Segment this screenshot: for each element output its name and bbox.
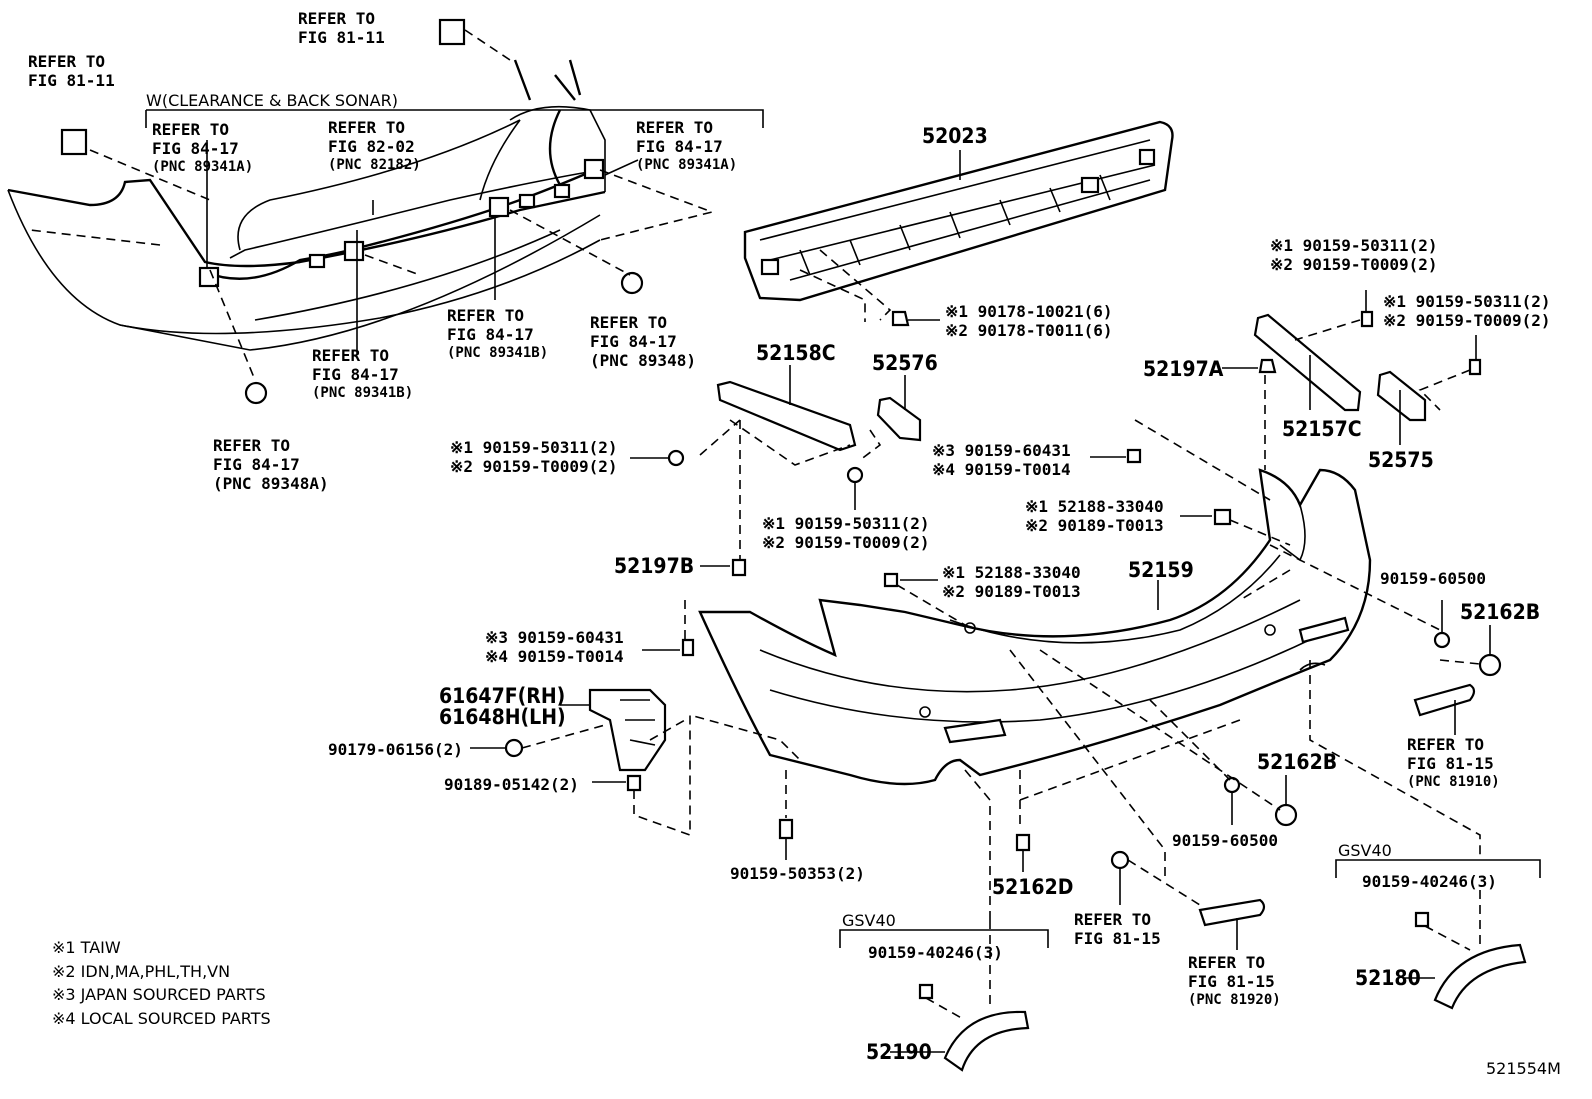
part-52576: 52576: [872, 351, 938, 375]
part-52162d: 52162D: [992, 875, 1074, 899]
fastener-upper-right-1: ※1 90159-50311(2)※2 90159-T0009(2): [1270, 236, 1438, 274]
gsv40-left-label: GSV40: [842, 911, 896, 930]
fastener-upper-right-2: ※1 90159-50311(2)※2 90159-T0009(2): [1383, 292, 1551, 330]
bumper-cover-drawing: [698, 468, 1372, 786]
figure-id: 521554M: [1486, 1059, 1561, 1078]
fastener-40246-right: 90159-40246(3): [1362, 872, 1497, 891]
reinforcement-drawing: [743, 120, 1174, 302]
legend-item-4: ※4 LOCAL SOURCED PARTS: [52, 1008, 271, 1028]
fastener-50353: 90159-50353(2): [730, 864, 865, 883]
gsv40-right-label: GSV40: [1338, 841, 1392, 860]
fastener-60431-mid: ※3 90159-60431※4 90159-T0014: [932, 441, 1071, 479]
part-52162b-mid: 52162B: [1257, 750, 1338, 774]
fastener-60500-mid: 90159-60500: [1172, 831, 1278, 850]
fastener-left-clip: ※1 90159-50311(2)※2 90159-T0009(2): [450, 438, 618, 476]
fastener-mid-clip: ※1 90159-50311(2)※2 90159-T0009(2): [762, 514, 930, 552]
w-clearance-label: W(CLEARANCE & BACK SONAR): [146, 91, 398, 110]
legend-item-1: ※1 TAIW: [52, 938, 121, 957]
legend: ※1 TAIW ※2 IDN,MA,PHL,TH,VN ※3 JAPAN SOU…: [52, 936, 271, 1030]
part-52180: 52180: [1355, 966, 1421, 990]
fastener-52188-right: ※1 52188-33040※2 90189-T0013: [1025, 497, 1164, 535]
fastener-60431-left: ※3 90159-60431※4 90159-T0014: [485, 628, 624, 666]
part-61648h-lh: 61648H(LH): [439, 705, 566, 729]
fastener-06156: 90179-06156(2): [328, 740, 463, 759]
part-52575: 52575: [1368, 448, 1434, 472]
part-52159: 52159: [1128, 558, 1194, 582]
fastener-05142: 90189-05142(2): [444, 775, 579, 794]
upper-bumper-drawing: [7, 18, 644, 405]
part-52190: 52190: [866, 1040, 932, 1064]
part-52162b-right: 52162B: [1460, 600, 1541, 624]
part-52197b: 52197B: [614, 554, 695, 578]
legend-item-3: ※3 JAPAN SOURCED PARTS: [52, 985, 266, 1004]
fastener-90178: ※1 90178-10021(6)※2 90178-T0011(6): [945, 302, 1113, 340]
fastener-40246-left: 90159-40246(3): [868, 943, 1003, 962]
part-52023: 52023: [922, 124, 988, 148]
legend-item-2: ※2 IDN,MA,PHL,TH,VN: [52, 961, 231, 981]
part-52158c: 52158C: [756, 341, 836, 365]
part-52197a: 52197A: [1143, 357, 1224, 381]
part-61647f-rh: 61647F(RH): [439, 684, 566, 708]
fastener-60500-right: 90159-60500: [1380, 569, 1486, 588]
part-52157c: 52157C: [1282, 417, 1362, 441]
fastener-52188-mid: ※1 52188-33040※2 90189-T0013: [942, 563, 1081, 601]
